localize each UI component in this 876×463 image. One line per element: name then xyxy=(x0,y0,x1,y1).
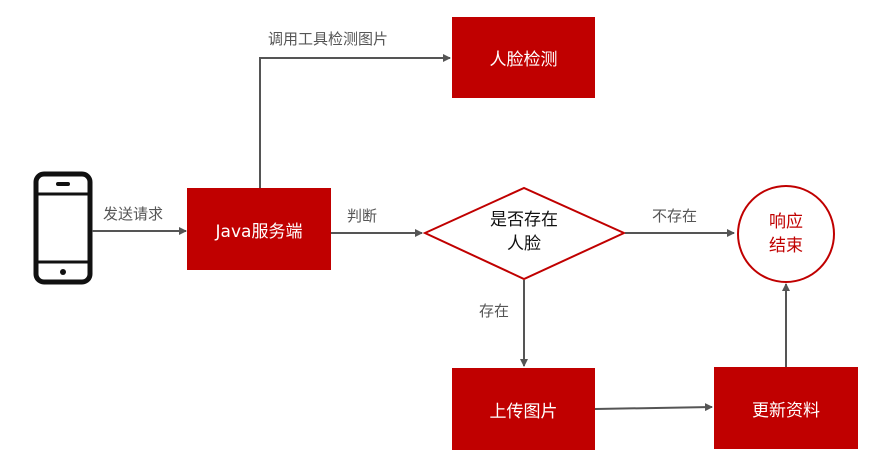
edge-label-send-request: 发送请求 xyxy=(103,205,164,223)
decision-label-line1: 是否存在 xyxy=(490,210,558,230)
response-label-line1: 响应 xyxy=(769,212,803,232)
java-server-label: Java服务端 xyxy=(215,221,303,242)
decision-label-line2: 人脸 xyxy=(507,234,541,254)
java-server-box: Java服务端 xyxy=(187,188,331,270)
update-profile-box: 更新资料 xyxy=(714,367,858,449)
smartphone-icon xyxy=(33,171,93,285)
upload-image-label: 上传图片 xyxy=(489,401,558,422)
arrow-call-tool xyxy=(259,54,451,188)
response-label-line2: 结束 xyxy=(769,236,803,256)
decision-label: 是否存在 人脸 xyxy=(452,208,596,256)
face-detect-box: 人脸检测 xyxy=(452,17,595,98)
response-label: 响应 结束 xyxy=(740,210,832,258)
response-circle xyxy=(737,185,835,283)
edge-label-judge: 判断 xyxy=(347,207,378,225)
edge-label-call-tool: 调用工具检测图片 xyxy=(268,30,389,48)
decision-diamond xyxy=(422,186,627,281)
arrow-upload-to-update xyxy=(594,403,713,412)
edge-label-exist: 存在 xyxy=(479,302,510,320)
edge-label-not-exist: 不存在 xyxy=(652,207,698,225)
face-detect-label: 人脸检测 xyxy=(489,50,558,70)
upload-image-box: 上传图片 xyxy=(452,368,595,450)
update-profile-label: 更新资料 xyxy=(752,400,820,421)
